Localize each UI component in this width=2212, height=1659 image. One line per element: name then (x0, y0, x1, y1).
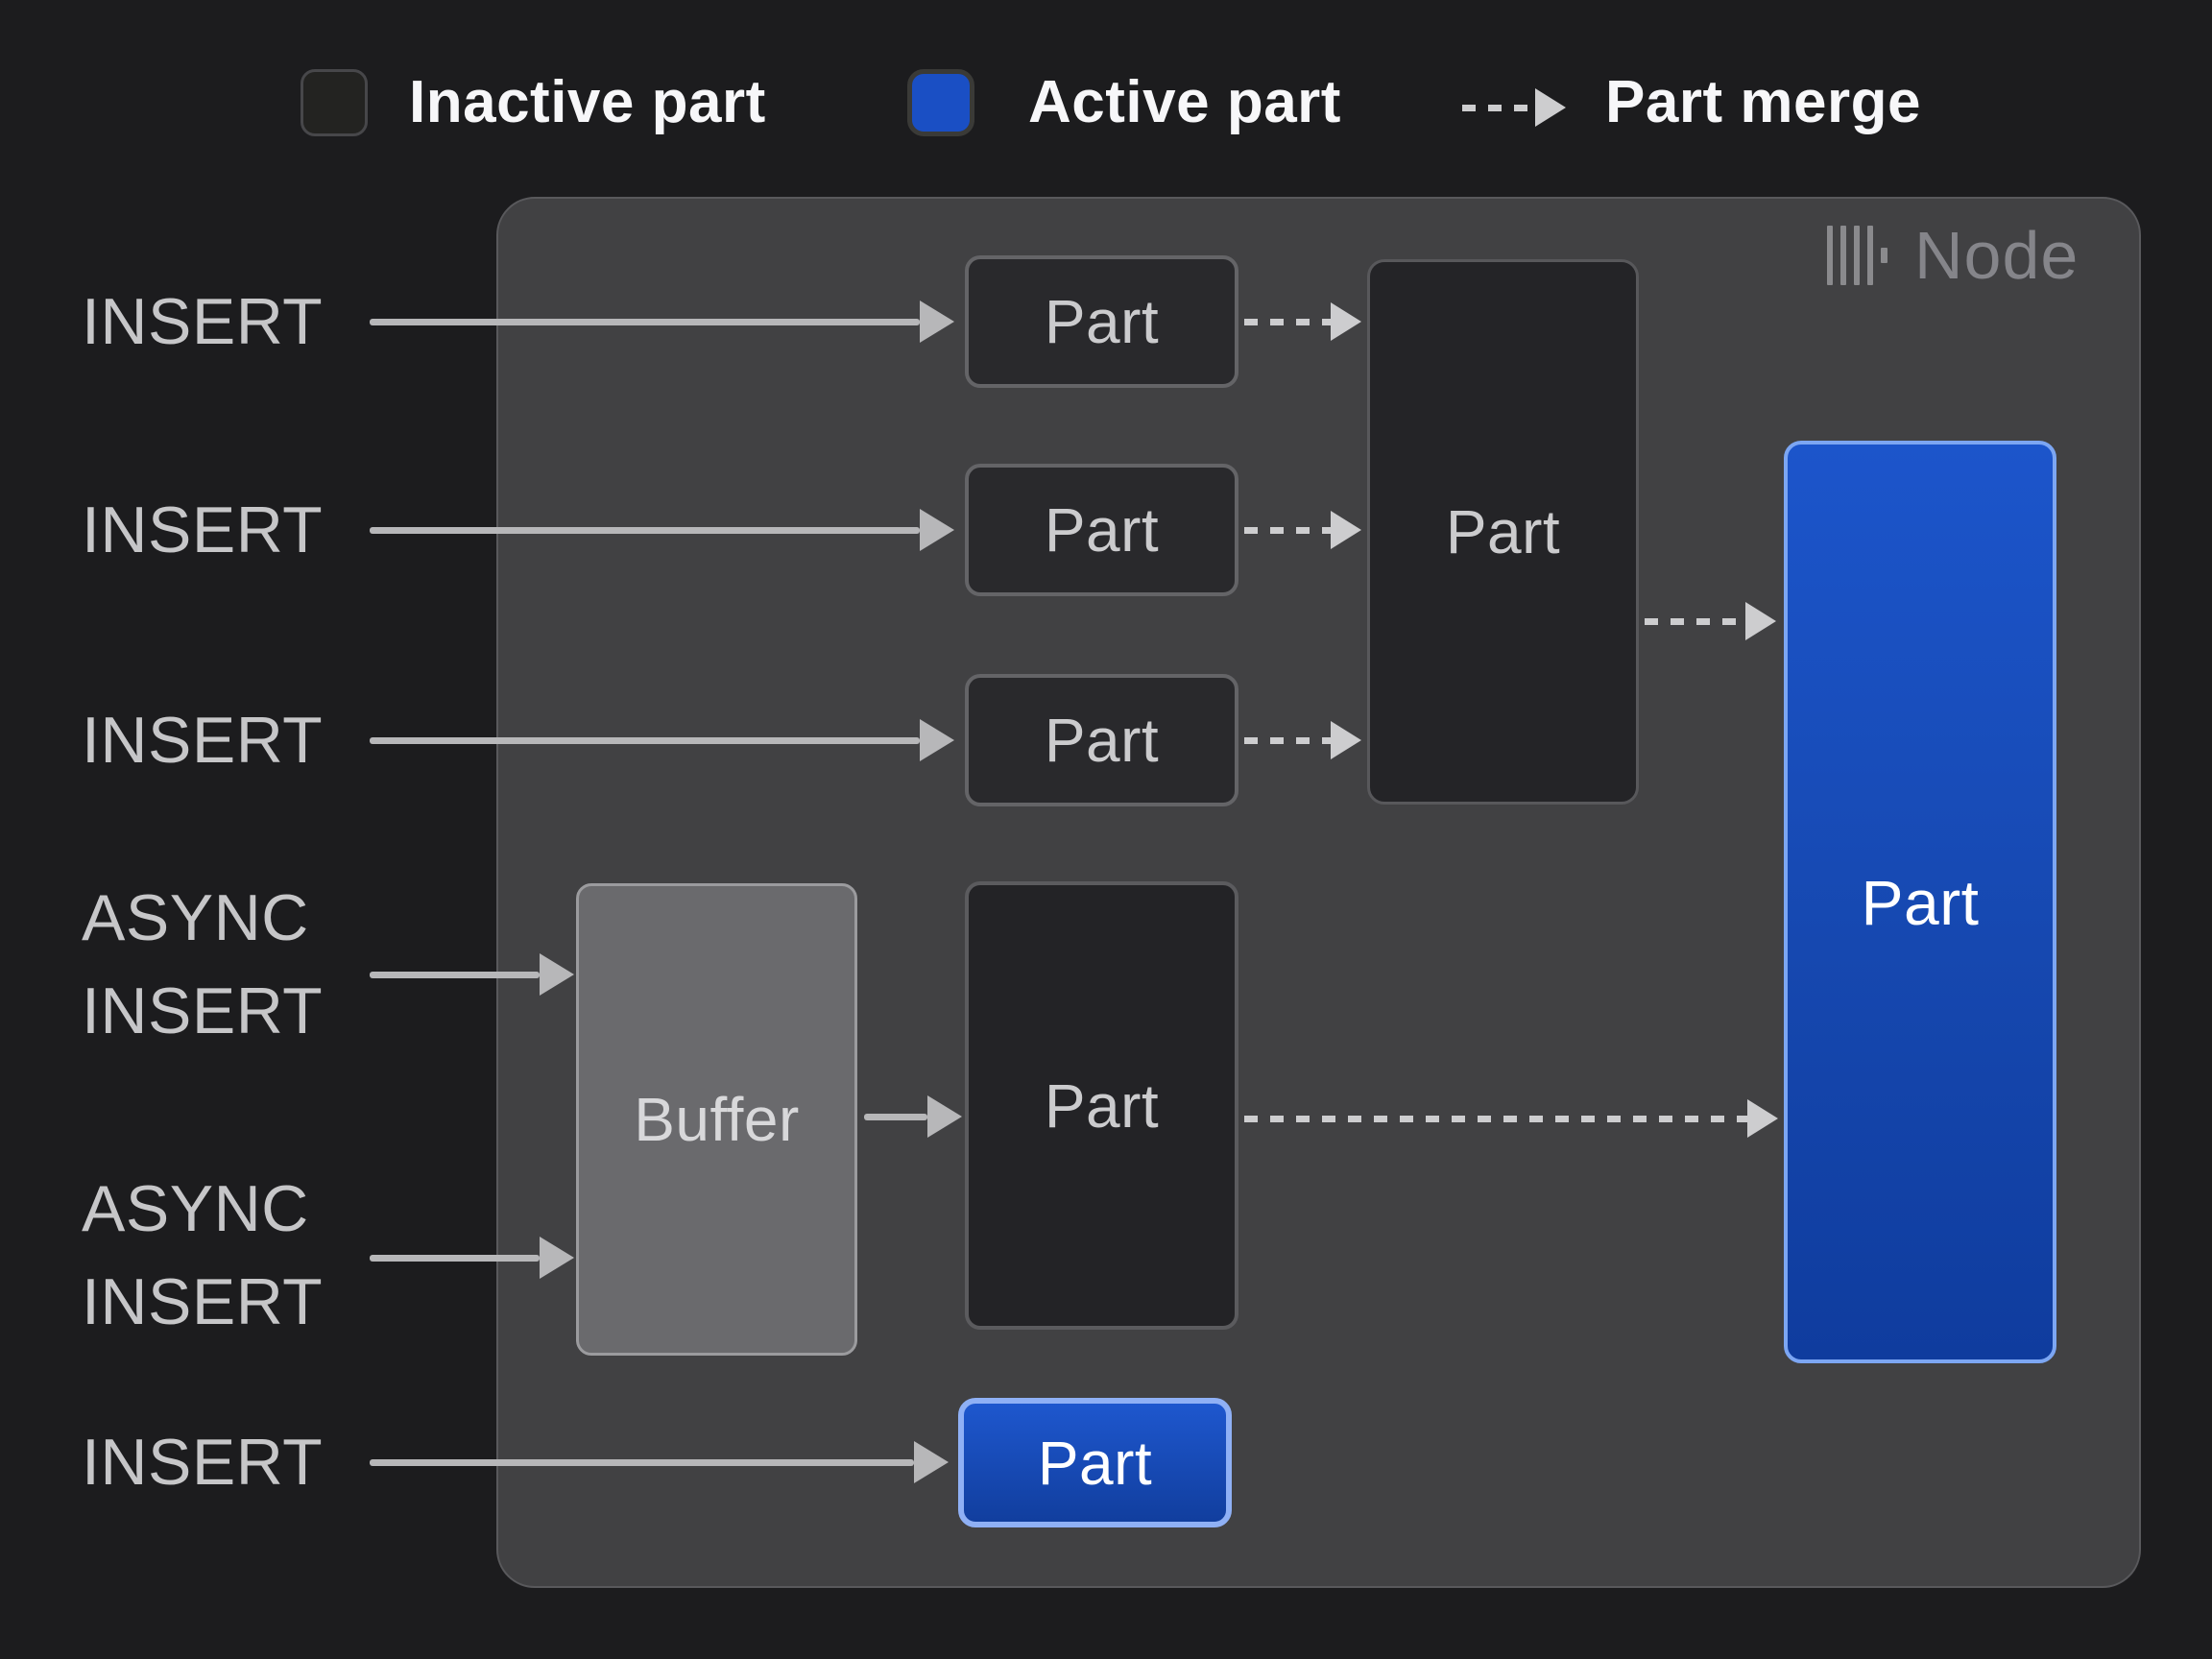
new-active-part-label: Part (1037, 1428, 1153, 1498)
merge-arrow-3-head (1331, 721, 1361, 759)
insert-label-2: INSERT (82, 484, 323, 577)
insert-arrow-4-head (914, 1441, 949, 1483)
buffered-part-box: Part (965, 881, 1238, 1330)
insert-arrow-2-head (920, 509, 954, 551)
async-insert-label-2: ASYNC INSERT (82, 1163, 323, 1349)
insert-label-1-text: INSERT (82, 285, 324, 358)
merge-arrow-buffered-to-active-head (1747, 1099, 1778, 1138)
buffer-to-part-arrow-head (927, 1095, 962, 1138)
insert-arrow-1-head (920, 301, 954, 343)
async-insert-label-1-line2: INSERT (82, 974, 324, 1047)
part-box-3-label: Part (1044, 706, 1160, 775)
insert-arrow-3 (370, 737, 920, 744)
node-title-label: Node (1914, 218, 2080, 293)
buffer-label: Buffer (634, 1085, 800, 1154)
async-insert-label-1-line1: ASYNC (82, 881, 309, 954)
async-insert-arrow-1 (370, 972, 540, 978)
insert-arrow-3-head (920, 719, 954, 761)
insert-label-2-text: INSERT (82, 493, 324, 566)
part-box-3: Part (965, 674, 1238, 806)
merge-arrow-to-active-head (1745, 602, 1776, 640)
insert-label-4: INSERT (82, 1416, 323, 1509)
merged-part-label: Part (1445, 497, 1561, 566)
insert-label-4-text: INSERT (82, 1426, 324, 1499)
part-box-1-label: Part (1044, 287, 1160, 356)
active-part-swatch (907, 69, 974, 136)
buffer-box: Buffer (576, 883, 857, 1356)
clickhouse-logo-icon (1827, 226, 1887, 285)
merge-arrow-3 (1244, 737, 1331, 744)
insert-label-1: INSERT (82, 276, 323, 369)
part-merge-arrowhead-icon (1535, 88, 1566, 127)
part-box-2-label: Part (1044, 495, 1160, 565)
async-insert-arrow-1-head (540, 953, 574, 996)
insert-arrow-1 (370, 319, 920, 325)
part-box-1: Part (965, 255, 1238, 388)
async-insert-label-2-line2: INSERT (82, 1265, 324, 1338)
async-insert-label-1: ASYNC INSERT (82, 872, 323, 1058)
part-merge-arrow-icon (1462, 105, 1535, 111)
insert-label-3-text: INSERT (82, 704, 324, 777)
legend-inactive-label: Inactive part (409, 69, 766, 135)
merge-arrow-1-head (1331, 302, 1361, 341)
active-part-box: Part (1784, 441, 2056, 1363)
inactive-part-swatch (301, 69, 368, 136)
buffer-to-part-arrow (864, 1114, 927, 1120)
merged-part-box: Part (1367, 259, 1639, 805)
part-box-2: Part (965, 464, 1238, 596)
merge-arrow-2-head (1331, 511, 1361, 549)
active-part-label: Part (1861, 866, 1980, 938)
node-title: Node (1827, 218, 2080, 293)
buffered-part-label: Part (1044, 1070, 1160, 1141)
async-insert-arrow-2 (370, 1255, 540, 1262)
merge-arrow-to-active (1645, 618, 1745, 625)
merge-arrow-buffered-to-active (1244, 1116, 1747, 1122)
async-insert-label-2-line1: ASYNC (82, 1172, 309, 1245)
legend-merge-label: Part merge (1605, 69, 1921, 135)
insert-label-3: INSERT (82, 694, 323, 787)
insert-arrow-4 (370, 1459, 914, 1466)
legend-active-label: Active part (1028, 69, 1341, 135)
async-insert-arrow-2-head (540, 1237, 574, 1279)
merge-arrow-1 (1244, 319, 1331, 325)
insert-arrow-2 (370, 527, 920, 534)
new-active-part-box: Part (958, 1398, 1232, 1527)
merge-arrow-2 (1244, 527, 1331, 534)
